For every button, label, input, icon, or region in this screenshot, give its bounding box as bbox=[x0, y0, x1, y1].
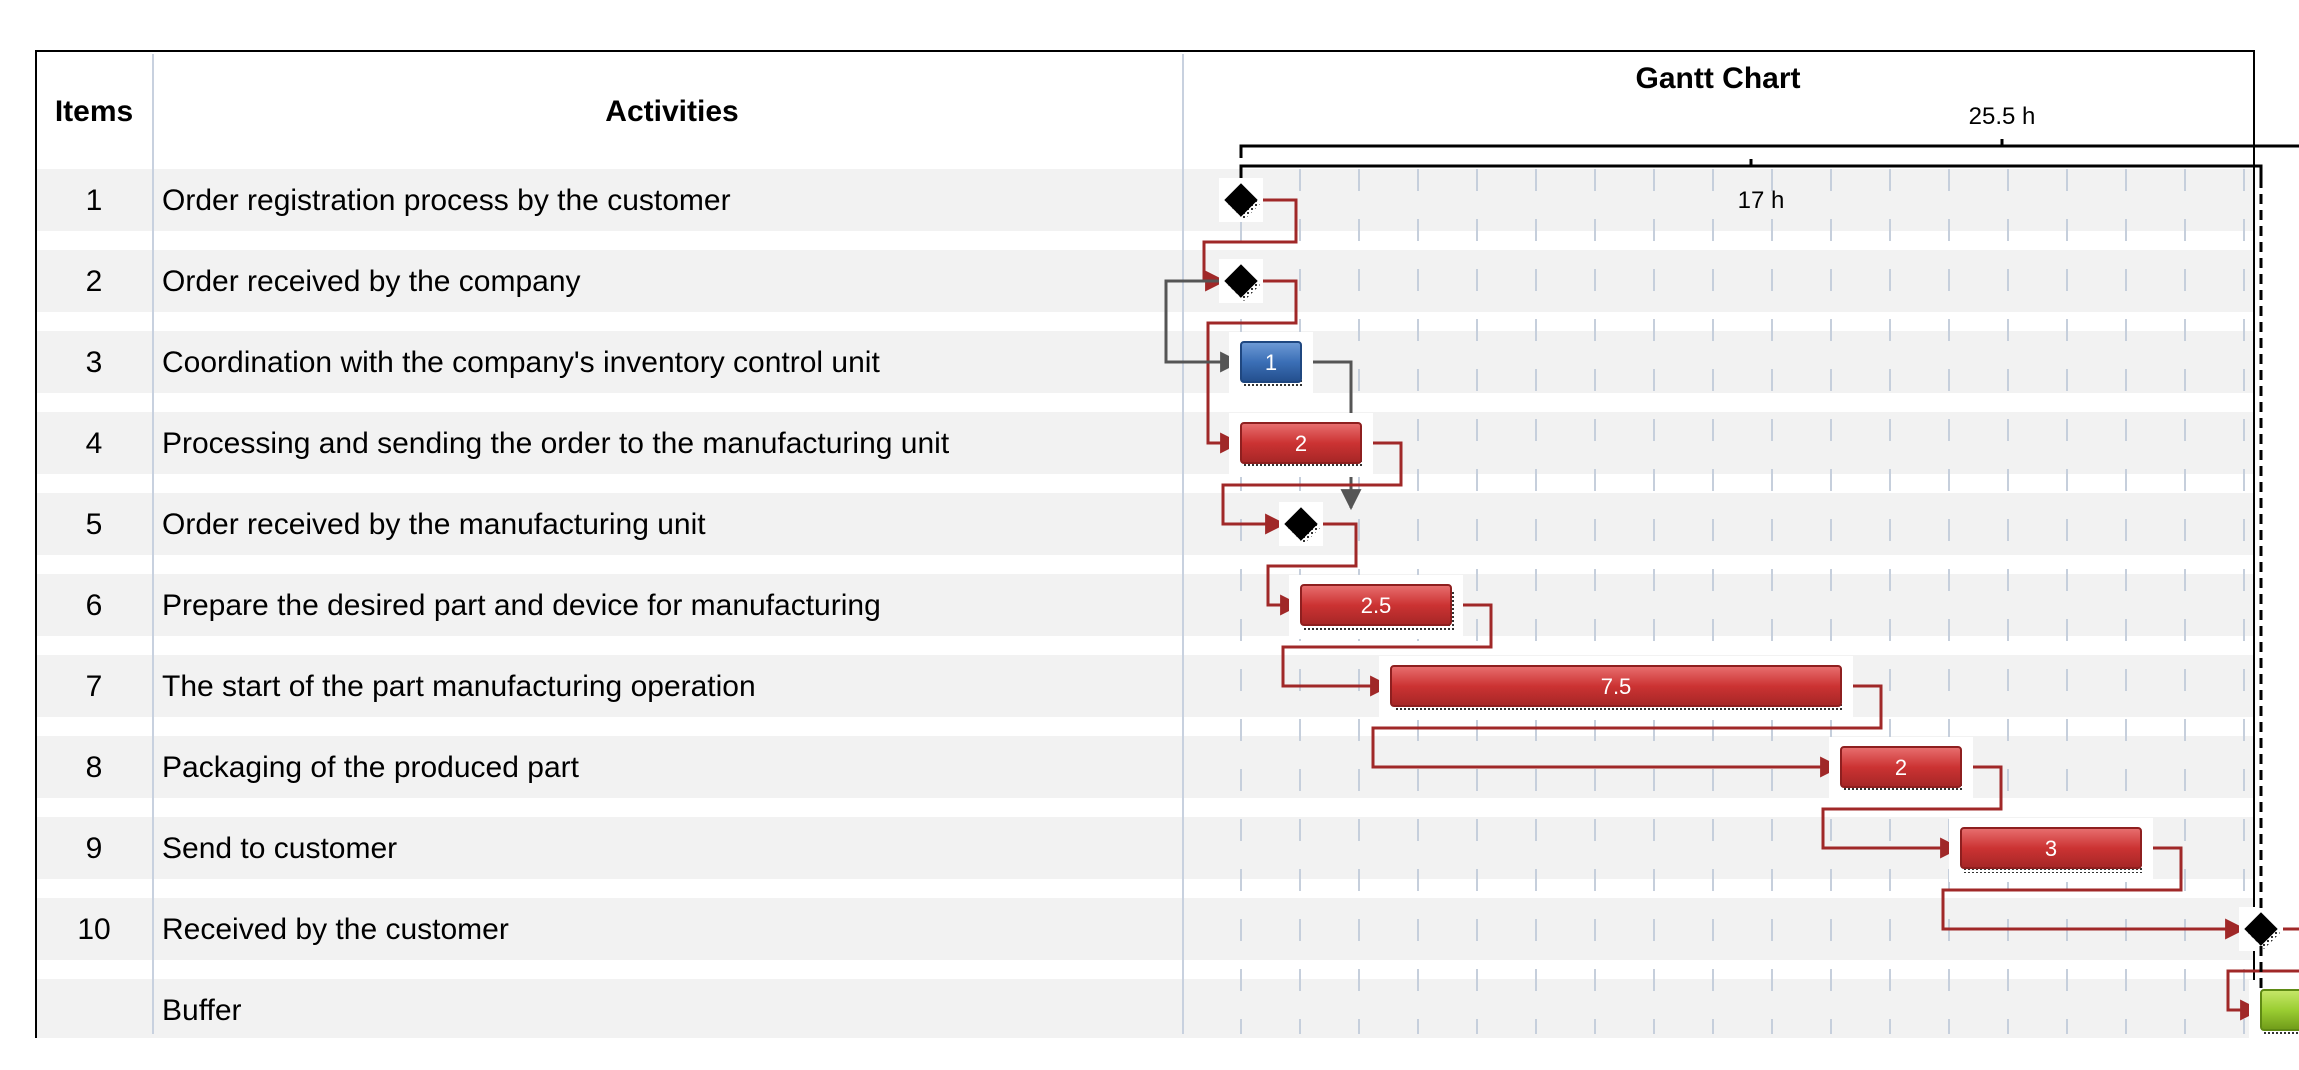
activity-label: The start of the part manufacturing oper… bbox=[162, 670, 756, 703]
task-duration-label: 1 bbox=[1265, 350, 1277, 375]
dependency-arrow bbox=[1164, 279, 1242, 373]
activity-label: Order received by the manufacturing unit bbox=[162, 508, 706, 541]
row-band bbox=[37, 655, 2253, 717]
dependency-arrow bbox=[1221, 441, 1403, 535]
dependency-arrow bbox=[1941, 846, 2247, 940]
table-text: Items Activities Gantt Chart 1 Order registr… bbox=[55, 62, 1801, 1027]
item-number: 1 bbox=[86, 184, 103, 217]
dependency-arrow bbox=[2226, 927, 2299, 1021]
item-number: 5 bbox=[86, 508, 103, 541]
items-header: Items bbox=[55, 95, 133, 128]
activity-label: Buffer bbox=[162, 994, 242, 1027]
dependency-arrow bbox=[1206, 279, 1298, 454]
item-number: 6 bbox=[86, 589, 103, 622]
task-bars: 122.57.5238.5 bbox=[1219, 178, 2299, 1044]
activity-label: Send to customer bbox=[162, 832, 397, 865]
activities-header: Activities bbox=[605, 95, 738, 128]
row-band bbox=[37, 412, 2253, 474]
activity-label: Received by the customer bbox=[162, 913, 509, 946]
item-number: 3 bbox=[86, 346, 103, 379]
task-duration-label: 2 bbox=[1295, 431, 1307, 456]
task-duration-label: 2.5 bbox=[1361, 593, 1392, 618]
task-bar bbox=[1840, 746, 1962, 788]
row-band bbox=[37, 250, 2253, 312]
row-band bbox=[37, 493, 2253, 555]
item-number: 9 bbox=[86, 832, 103, 865]
task-bar bbox=[1960, 827, 2142, 869]
row-band bbox=[37, 574, 2253, 636]
task-duration-label: 2 bbox=[1895, 755, 1907, 780]
dependency-arrow bbox=[1371, 684, 1883, 778]
task-bar bbox=[2260, 989, 2299, 1031]
row-band bbox=[37, 979, 2253, 1038]
task-bar bbox=[1240, 341, 1302, 383]
task-bar bbox=[1300, 584, 1452, 626]
milestone-diamond bbox=[2244, 912, 2278, 946]
dependency-arrow bbox=[1266, 522, 1358, 616]
row-band bbox=[37, 169, 2253, 231]
item-number: 10 bbox=[77, 913, 110, 946]
task-duration-label: 3 bbox=[2045, 836, 2057, 861]
activity-label: Coordination with the company's inventor… bbox=[162, 346, 880, 379]
row-band bbox=[37, 331, 2253, 393]
dependency-links bbox=[1164, 198, 2299, 1021]
milestone-diamond bbox=[1224, 264, 1258, 298]
duration-label: 17 h bbox=[1738, 187, 1785, 214]
item-number: 4 bbox=[86, 427, 103, 460]
task-bar bbox=[1240, 422, 1362, 464]
task-bar bbox=[1390, 665, 1842, 707]
duration-label: 25.5 h bbox=[1969, 103, 2036, 130]
activity-label: Processing and sending the order to the … bbox=[162, 427, 950, 460]
dependency-arrow bbox=[1281, 603, 1493, 697]
row-band bbox=[37, 898, 2253, 960]
activity-label: Order received by the company bbox=[162, 265, 581, 298]
item-number: 2 bbox=[86, 265, 103, 298]
duration-annotations: 17 h 25.5 h bbox=[1239, 103, 2299, 990]
item-number: 8 bbox=[86, 751, 103, 784]
activity-label: Packaging of the produced part bbox=[162, 751, 580, 784]
milestone-diamond bbox=[1224, 183, 1258, 217]
duration-bracket bbox=[1239, 144, 2299, 158]
task-duration-label: 7.5 bbox=[1601, 674, 1632, 699]
activity-label: Prepare the desired part and device for … bbox=[162, 589, 881, 622]
dependency-arrow bbox=[1821, 765, 2003, 859]
item-number: 7 bbox=[86, 670, 103, 703]
activity-label: Order registration process by the custom… bbox=[162, 184, 731, 217]
milestone-diamond bbox=[1284, 507, 1318, 541]
chart-title: Gantt Chart bbox=[1636, 62, 1801, 95]
